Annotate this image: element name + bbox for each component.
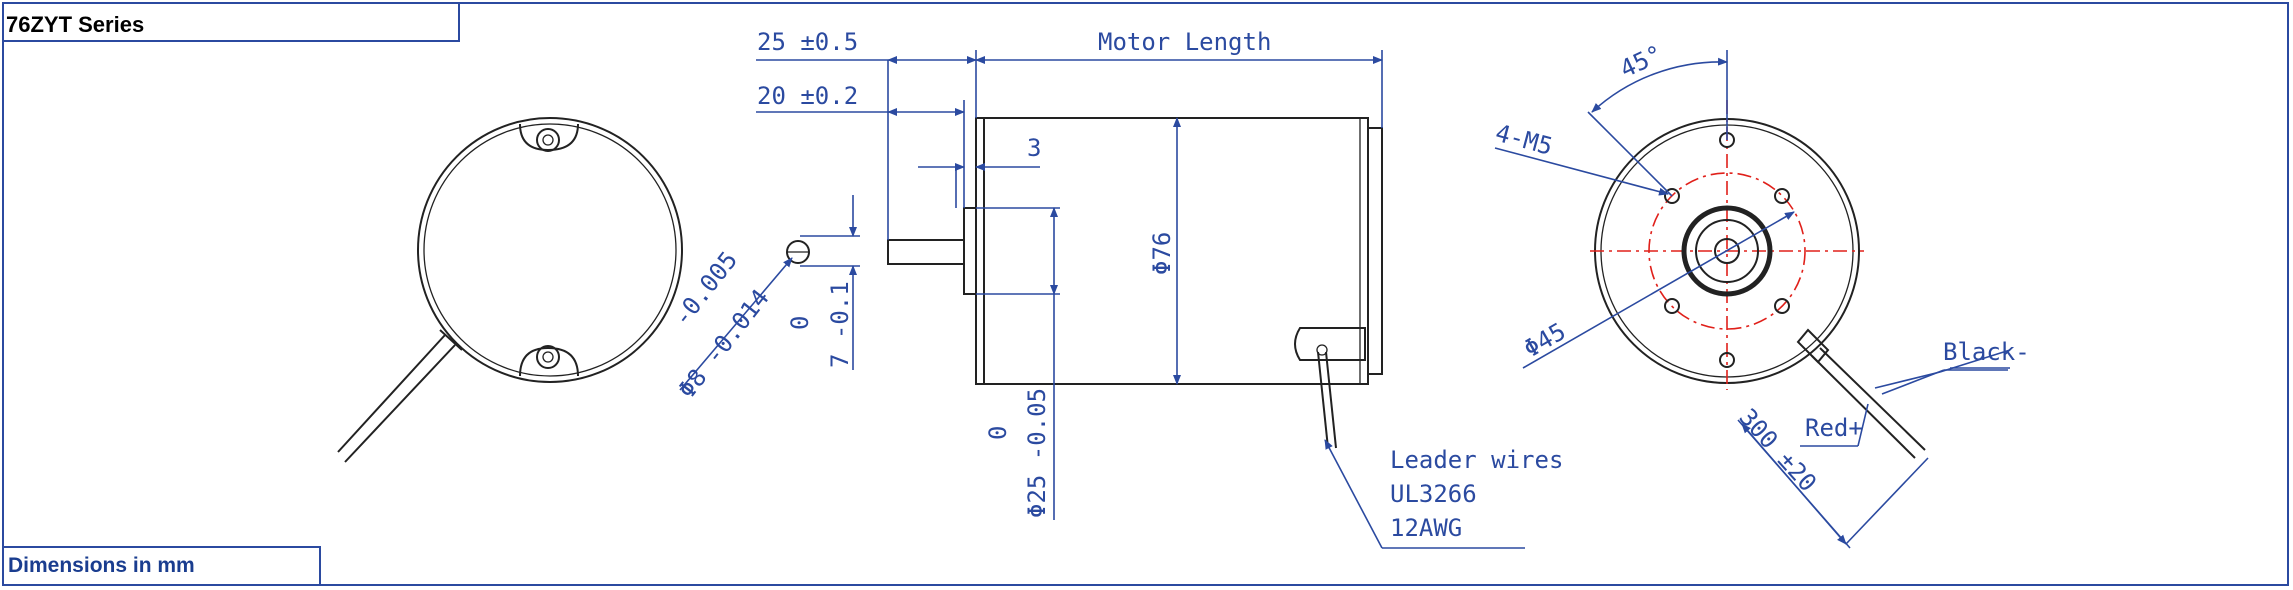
wire-outlet-hole — [1316, 344, 1328, 356]
angle-ext-diagonal — [1587, 111, 1673, 197]
side-wire-2 — [1325, 351, 1337, 449]
wire-length-dimline — [1741, 423, 1847, 545]
units-note: Dimensions in mm — [8, 554, 195, 577]
d7-upper-tol: 0 — [786, 316, 814, 330]
rear-inner-circle — [423, 123, 677, 377]
title-block: 76ZYT Series — [2, 2, 460, 42]
motor-length-label: Motor Length — [1098, 28, 1271, 56]
d20-dimension: 20 ±0.2 — [757, 82, 858, 110]
pilot-boss — [963, 207, 977, 295]
shaft-end — [1714, 238, 1740, 264]
m5-hole-3 — [1664, 298, 1680, 314]
side-wire-1 — [1317, 351, 1329, 449]
m5-dimension: 4-M5 — [1492, 119, 1555, 161]
shaft-section-circle — [786, 240, 810, 264]
rear-bottom-lug — [519, 346, 579, 377]
rear-wire-grommet — [439, 329, 463, 351]
angle-dimension: 45° — [1616, 40, 1667, 84]
black-wire-label: Black- — [1943, 338, 2030, 366]
wire-outlet — [1294, 327, 1366, 361]
front-view: 45° 4-M5 Φ45 Black- Red+ 300 ±20 — [1492, 40, 2030, 549]
side-view: 25 ±0.5 20 ±0.2 Motor Length 3 Φ76 0 Φ25… — [756, 28, 1563, 549]
rear-wire-2 — [344, 344, 456, 463]
boss-outer — [1681, 205, 1773, 297]
d25-dimension: 25 ±0.5 — [757, 28, 858, 56]
phi25-dimension: Φ25 -0.05 — [1023, 388, 1051, 518]
rear-outer-circle — [417, 117, 683, 383]
rear-bottom-screw-center — [542, 351, 554, 363]
phi45-leader — [1522, 211, 1795, 369]
red-wire-leader — [1857, 403, 1869, 447]
black-wire-leader — [1881, 369, 1945, 395]
motor-body — [983, 117, 1369, 385]
bottom-hole — [1719, 352, 1735, 368]
m5-leader — [1494, 147, 1669, 196]
m5-hole-1 — [1664, 188, 1680, 204]
m5-hole-2 — [1774, 188, 1790, 204]
leader-wires-arrow — [1324, 439, 1383, 549]
wire-length-ext-end — [1845, 457, 1929, 545]
rear-cap — [1367, 127, 1383, 375]
front-wire-2 — [1811, 355, 1916, 459]
leader-wires-label: Leader wires — [1390, 446, 1563, 474]
rear-top-screw-center — [542, 134, 554, 146]
m5-hole-4 — [1774, 298, 1790, 314]
shaft — [887, 239, 965, 265]
leader-wires-gauge: 12AWG — [1390, 514, 1462, 542]
angle-arc — [1591, 57, 1728, 113]
rear-view — [337, 117, 683, 463]
boss-inner — [1695, 219, 1759, 283]
rear-top-lug — [519, 123, 579, 152]
phi45-dimension: Φ45 — [1519, 317, 1571, 363]
leader-wires-spec: UL3266 — [1390, 480, 1477, 508]
phi25-upper-tol: 0 — [984, 426, 1012, 440]
shaft-section-view: -0.005 Φ8 -0.014 0 7 -0.1 — [668, 195, 860, 404]
red-wire-label: Red+ — [1805, 414, 1863, 442]
phi8-leader — [679, 257, 793, 391]
phi76-dimension: Φ76 — [1148, 232, 1176, 275]
units-block: Dimensions in mm — [2, 546, 321, 586]
d3-dimension: 3 — [1027, 134, 1041, 162]
black-leader-1 — [1874, 371, 1941, 389]
front-flange — [975, 117, 985, 385]
rear-bottom-screw — [536, 345, 560, 369]
d7-dimension: 7 -0.1 — [826, 281, 854, 368]
rear-wire-1 — [337, 334, 446, 453]
rear-top-screw — [536, 128, 560, 152]
front-wire-1 — [1819, 347, 1926, 451]
series-title: 76ZYT Series — [6, 12, 145, 37]
